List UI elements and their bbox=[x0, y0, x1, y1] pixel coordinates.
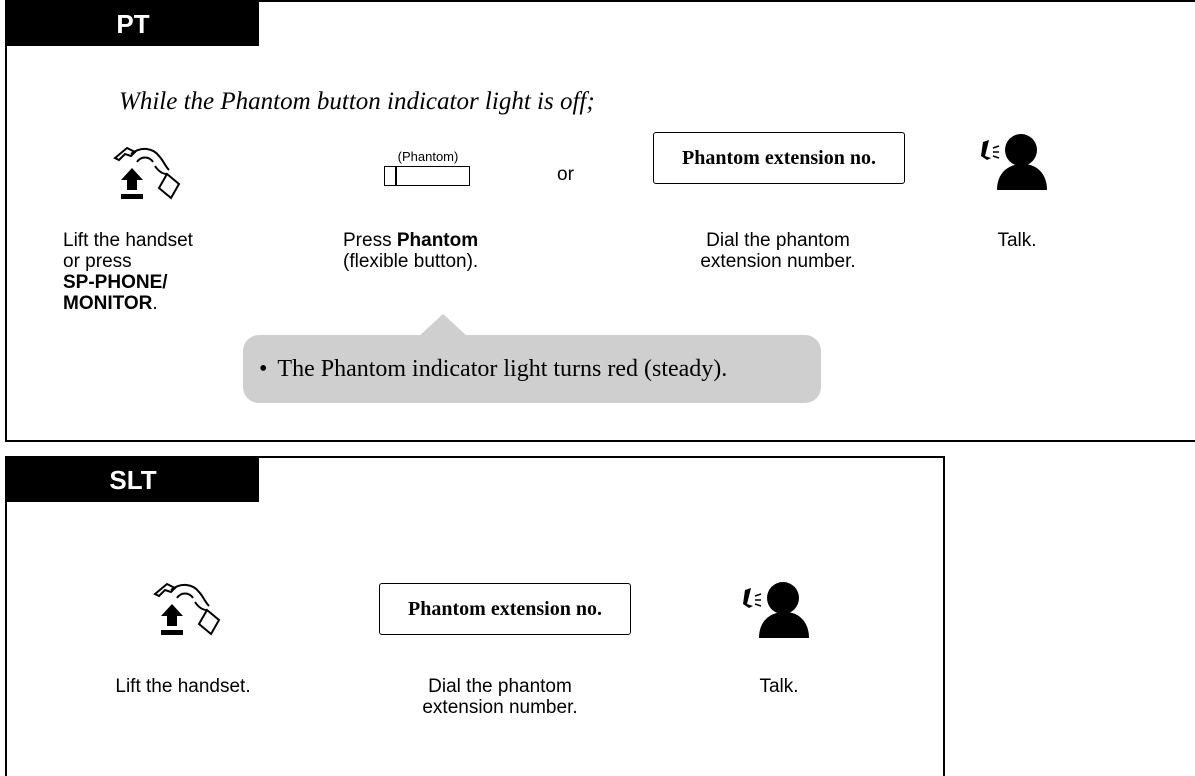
caption-bold: Phantom bbox=[396, 230, 479, 251]
slt-tab-label: SLT bbox=[7, 458, 259, 502]
pt-tab-label: PT bbox=[7, 2, 259, 46]
slt-step2-caption: Dial the phantom extension number. bbox=[369, 676, 631, 718]
lift-handset-icon bbox=[141, 576, 227, 648]
phantom-button-label: (Phantom) bbox=[397, 149, 459, 164]
pt-step1-caption: Lift the handset or press SP-PHONE/ MONI… bbox=[63, 230, 263, 314]
phantom-extension-box: Phantom extension no. bbox=[653, 132, 905, 184]
note-text: The Phantom indicator light turns red (s… bbox=[277, 355, 728, 382]
note-bubble-pointer bbox=[419, 314, 467, 336]
talk-icon bbox=[975, 120, 1059, 190]
phantom-flexible-button[interactable] bbox=[384, 166, 470, 186]
caption-line: Dial the phantom bbox=[428, 676, 572, 697]
caption-line: . bbox=[152, 293, 158, 314]
slt-section: SLT Lift the handset. Phantom extension … bbox=[5, 456, 945, 776]
slt-step3-caption: Talk. bbox=[759, 676, 799, 697]
caption-line: Dial the phantom bbox=[706, 230, 850, 251]
caption-line: Press bbox=[343, 230, 397, 251]
talk-icon bbox=[737, 568, 821, 638]
slt-step1-caption: Lift the handset. bbox=[115, 676, 251, 697]
caption-line: extension number. bbox=[422, 697, 578, 718]
pt-step3-caption: Dial the phantom extension number. bbox=[647, 230, 909, 272]
pt-intro-text: While the Phantom button indicator light… bbox=[119, 88, 595, 115]
note-bubble: • The Phantom indicator light turns red … bbox=[243, 335, 821, 403]
caption-line: (flexible button). bbox=[343, 251, 479, 272]
or-label: or bbox=[557, 164, 574, 185]
caption-line: Lift the handset bbox=[63, 230, 193, 251]
note-bullet: • bbox=[259, 355, 268, 382]
caption-line: or press bbox=[63, 251, 132, 272]
phantom-extension-box: Phantom extension no. bbox=[379, 583, 631, 635]
pt-step4-caption: Talk. bbox=[997, 230, 1037, 251]
caption-line: extension number. bbox=[700, 251, 856, 272]
caption-bold: MONITOR bbox=[63, 293, 153, 314]
caption-bold: SP-PHONE/ bbox=[63, 272, 168, 293]
lift-handset-icon bbox=[101, 140, 187, 212]
button-indicator-divider bbox=[395, 167, 397, 185]
pt-step2-caption: Press Phantom (flexible button). bbox=[343, 230, 543, 272]
pt-section: PT While the Phantom button indicator li… bbox=[5, 0, 1195, 442]
